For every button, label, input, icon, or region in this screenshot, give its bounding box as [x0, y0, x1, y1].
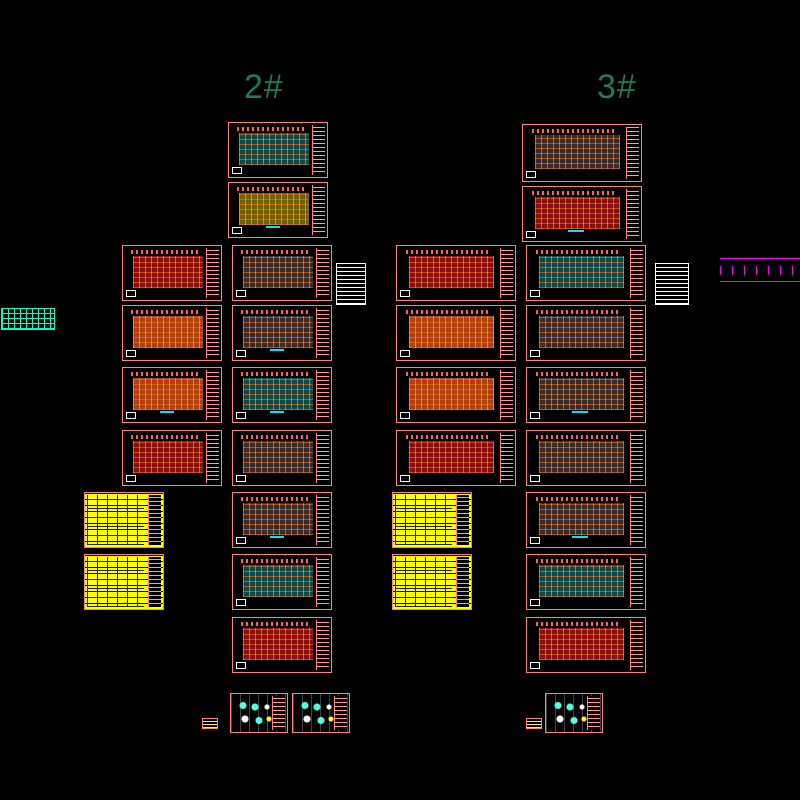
sheet-2-b-5[interactable]: [232, 492, 332, 548]
sheet-3-b-2[interactable]: [526, 305, 646, 361]
sheet-3-roof-plan[interactable]: [522, 124, 642, 182]
sheet-3-legend[interactable]: [526, 718, 542, 729]
sheet-3-b-5[interactable]: [526, 492, 646, 548]
sheet-2-roof-plan[interactable]: [228, 122, 328, 178]
sheet-2-detail-1[interactable]: [230, 693, 288, 733]
sheet-2-attic-plan[interactable]: [228, 182, 328, 238]
sheet-2-b-4[interactable]: [232, 430, 332, 486]
sheet-3-b-6[interactable]: [526, 554, 646, 610]
sheet-3-a-2[interactable]: [396, 305, 516, 361]
outline-thumbnail[interactable]: [720, 258, 800, 282]
sheet-2-schedule-2[interactable]: [84, 554, 164, 610]
sheet-3-b-4[interactable]: [526, 430, 646, 486]
sheet-3-schedule-1[interactable]: [392, 492, 472, 548]
sheet-3-a-3[interactable]: [396, 367, 516, 423]
building-label-2: 2#: [244, 68, 284, 106]
sheet-3-b-7[interactable]: [526, 617, 646, 673]
sheet-2-b-6[interactable]: [232, 554, 332, 610]
sheet-3-detail-1[interactable]: [545, 693, 603, 733]
sheet-3-b-3[interactable]: [526, 367, 646, 423]
sheet-2-detail-2[interactable]: [292, 693, 350, 733]
sheet-2-schedule-1[interactable]: [84, 492, 164, 548]
sheet-3-schedule-2[interactable]: [392, 554, 472, 610]
sheet-2-a-4[interactable]: [122, 430, 222, 486]
sheet-2-notes[interactable]: [336, 263, 366, 305]
sheet-3-a-4[interactable]: [396, 430, 516, 486]
sheet-3-a-1[interactable]: [396, 245, 516, 301]
building-label-3: 3#: [597, 68, 637, 106]
sheet-2-a-3[interactable]: [122, 367, 222, 423]
sheet-2-b-3[interactable]: [232, 367, 332, 423]
sheet-2-legend[interactable]: [202, 718, 218, 729]
site-thumbnail[interactable]: [1, 308, 55, 330]
sheet-2-a-1[interactable]: [122, 245, 222, 301]
sheet-2-a-2[interactable]: [122, 305, 222, 361]
sheet-3-b-1[interactable]: [526, 245, 646, 301]
sheet-2-b-1[interactable]: [232, 245, 332, 301]
sheet-2-b-2[interactable]: [232, 305, 332, 361]
sheet-3-notes[interactable]: [655, 263, 689, 305]
sheet-2-b-7[interactable]: [232, 617, 332, 673]
sheet-3-attic-plan[interactable]: [522, 186, 642, 242]
